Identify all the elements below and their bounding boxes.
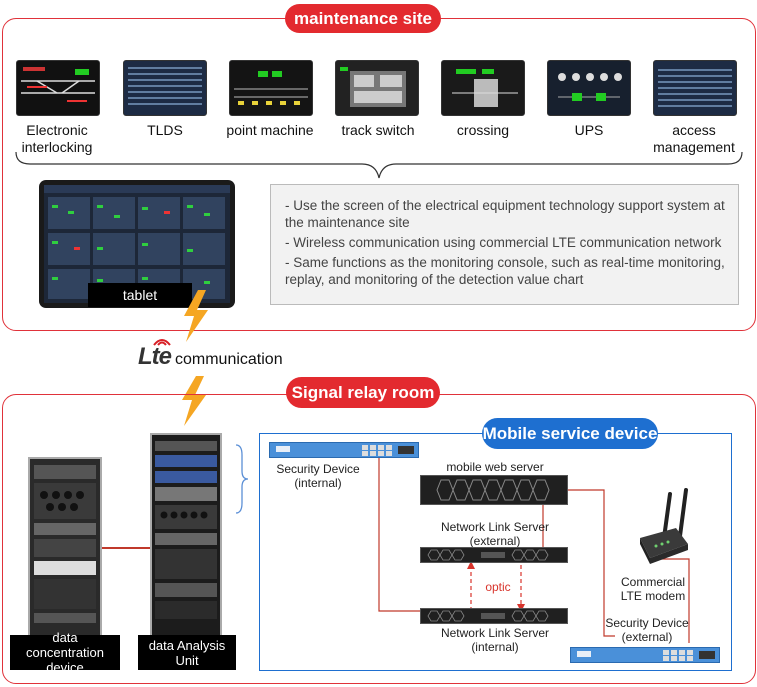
label-track-switch: track switch: [341, 122, 415, 138]
link-server-internal: [420, 608, 568, 624]
grouping-brace: [15, 151, 743, 179]
maintenance-site-title: maintenance site: [285, 4, 441, 33]
label-ups: UPS: [574, 122, 604, 138]
lightning-bolt-icon: [184, 290, 208, 342]
thumb-crossing[interactable]: [441, 60, 525, 116]
security-device-internal: [269, 442, 419, 458]
rack-data-concentration: [28, 457, 102, 667]
link-server-external: [420, 547, 568, 563]
link-server-external-label: Network Link Server (external): [440, 520, 550, 548]
mobile-service-title: Mobile service device: [482, 418, 658, 449]
description-line-2: - Wireless communication using commercia…: [285, 235, 722, 250]
rack-connection-line: [102, 547, 150, 549]
lte-logo: Lte: [138, 333, 178, 373]
link-server-internal-label: Network Link Server (internal): [440, 626, 550, 654]
description-line-3: - Same functions as the monitoring conso…: [285, 255, 725, 287]
label-electronic-interlocking: Electronic interlocking: [21, 122, 93, 155]
label-access-management: access management: [653, 122, 735, 155]
label-tlds: TLDS: [147, 122, 183, 138]
security-device-external-label: Security Device (external): [605, 616, 689, 644]
data-concentration-label: data concentration device: [10, 630, 120, 675]
description-box: - Use the screen of the electrical equip…: [270, 184, 739, 305]
security-device-internal-label: Security Device (internal): [276, 462, 360, 490]
tablet-label: tablet: [88, 283, 192, 307]
lte-logo-text: Lte: [138, 343, 172, 370]
rack-data-analysis: [150, 433, 222, 667]
optic-label: optic: [485, 580, 511, 594]
lte-communication-label: communication: [175, 351, 283, 368]
rack-brace: [235, 444, 249, 514]
thumb-access-management[interactable]: [653, 60, 737, 116]
thumb-tlds[interactable]: [123, 60, 207, 116]
thumb-point-machine[interactable]: [229, 60, 313, 116]
mobile-web-server: [420, 475, 568, 505]
lte-modem-label: Commercial LTE modem: [620, 575, 686, 603]
signal-waves-icon: [153, 339, 171, 346]
signal-relay-room-title: Signal relay room: [286, 377, 440, 408]
thumb-track-switch[interactable]: [335, 60, 419, 116]
security-device-external: [570, 647, 720, 663]
lightning-bolt-icon: [182, 376, 206, 426]
tablet-screen: [44, 185, 230, 303]
mobile-web-server-label: mobile web server: [446, 460, 544, 474]
wiring: [378, 457, 690, 643]
data-analysis-label: data Analysis Unit: [138, 635, 236, 670]
lte-modem: [640, 488, 688, 564]
thumb-ups[interactable]: [547, 60, 631, 116]
label-crossing: crossing: [456, 122, 510, 138]
thumb-electronic-interlocking[interactable]: [16, 60, 100, 116]
label-point-machine: point machine: [226, 122, 314, 138]
description-line-1: - Use the screen of the electrical equip…: [285, 198, 725, 230]
